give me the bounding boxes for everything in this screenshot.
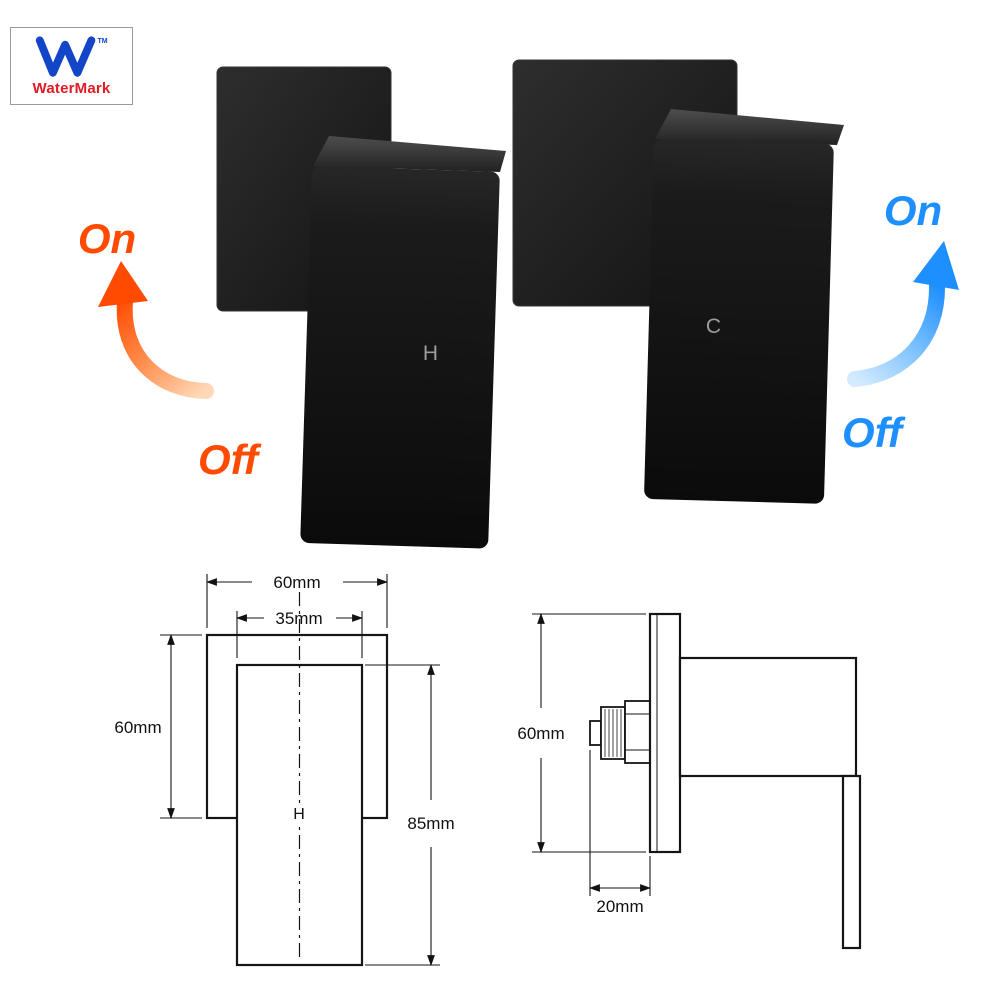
dim-plate-height: 60mm	[114, 633, 202, 820]
front-view-drawing: H 60mm 35mm 60mm	[114, 573, 455, 967]
dim-handle-height-value: 85mm	[407, 814, 454, 833]
hot-rotation-arrow-icon	[98, 261, 214, 399]
side-view-plate-outline	[648, 612, 682, 854]
hot-arrow-shaft	[116, 294, 214, 399]
cartridge-spline-hatch	[604, 709, 622, 757]
hot-arrow-head	[98, 261, 148, 307]
cold-handle-letter: C	[706, 315, 722, 338]
dim-handle-width-value: 35mm	[275, 609, 322, 628]
front-view-label-backing	[288, 803, 311, 823]
hot-handle-top-face	[313, 136, 506, 172]
dim-cartridge-depth: 20mm	[588, 750, 652, 916]
cold-handle-top-face	[655, 109, 844, 145]
cartridge-tip	[589, 720, 602, 746]
dim-plate-height-value: 60mm	[114, 718, 161, 737]
watermark-logo: TM WaterMark	[10, 27, 133, 105]
side-view-drawing: 60mm 20mm	[517, 612, 862, 950]
hot-handle-lever	[300, 166, 500, 549]
hot-handle-letter: H	[423, 342, 439, 365]
dim-cartridge-depth-value: 20mm	[596, 897, 643, 916]
hot-off-label: Off	[198, 436, 258, 483]
cartridge-body	[624, 700, 651, 764]
cold-arrow-head	[913, 241, 959, 290]
cold-handle-lever	[644, 139, 834, 504]
cold-handle: C	[512, 59, 844, 504]
watermark-logo-mark: TM	[35, 35, 108, 78]
cold-on-label: On	[883, 187, 943, 234]
hot-on-label: On	[77, 215, 137, 262]
side-view-cartridge	[589, 700, 651, 764]
dim-plate-width-value: 60mm	[273, 573, 320, 592]
hot-handle: H	[216, 66, 506, 549]
dim-side-plate-height-value: 60mm	[517, 724, 564, 743]
cold-arrow-shaft	[847, 277, 946, 387]
dim-handle-width: 35mm	[235, 609, 364, 658]
trademark-symbol: TM	[97, 37, 108, 45]
dim-plate-width: 60mm	[205, 573, 389, 628]
cold-rotation-arrow-icon	[847, 241, 959, 387]
cold-off-label: Off	[842, 409, 902, 456]
front-view-handle-letter: H	[293, 806, 305, 823]
side-view-handle-lever	[841, 774, 862, 950]
dim-handle-height: 85mm	[365, 663, 455, 967]
watermark-brand-text: WaterMark	[32, 79, 111, 97]
watermark-w-icon	[36, 35, 96, 77]
side-view-handle-body	[678, 656, 858, 778]
dim-side-plate-height: 60mm	[517, 612, 646, 854]
